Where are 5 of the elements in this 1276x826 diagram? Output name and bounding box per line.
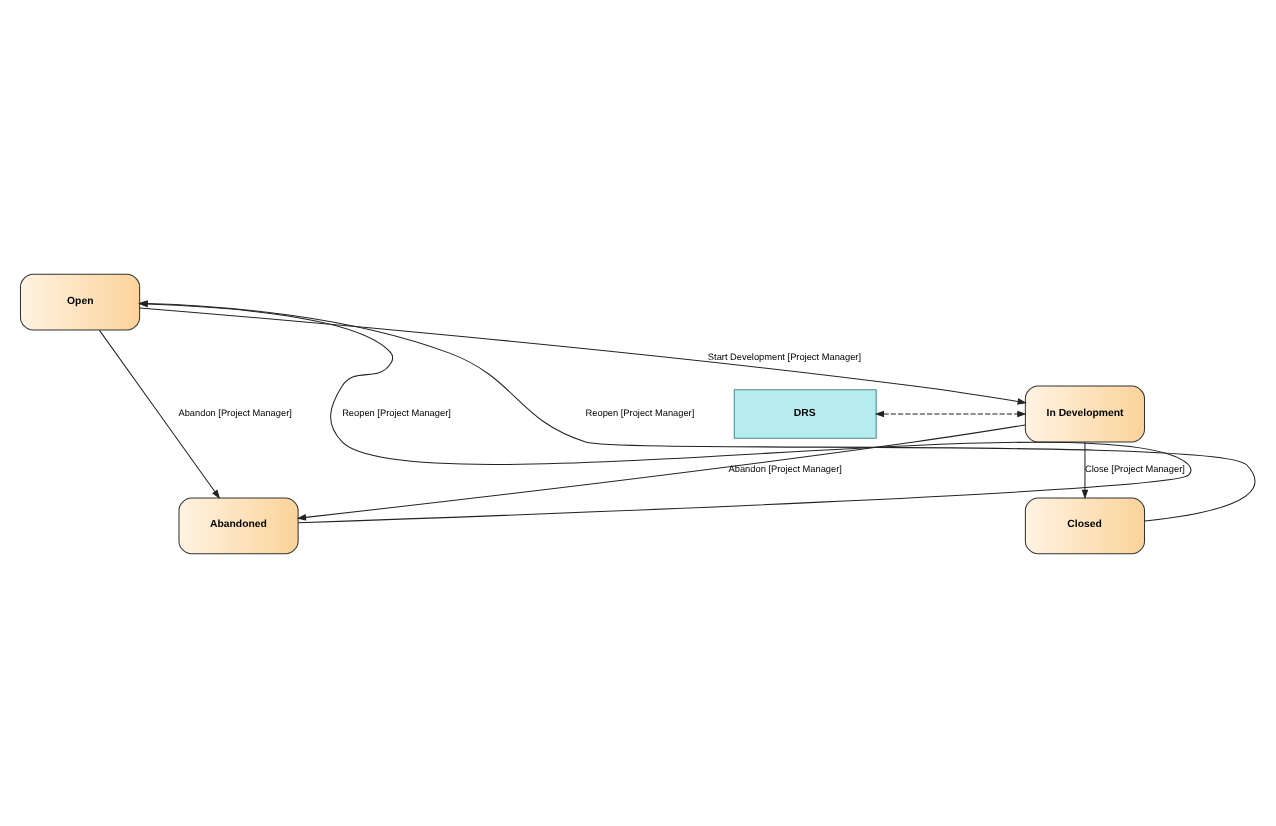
arrow <box>874 409 1027 417</box>
arrow <box>296 423 1026 520</box>
arrow <box>1081 440 1089 499</box>
arrow <box>98 328 221 499</box>
arrow <box>139 306 1027 404</box>
